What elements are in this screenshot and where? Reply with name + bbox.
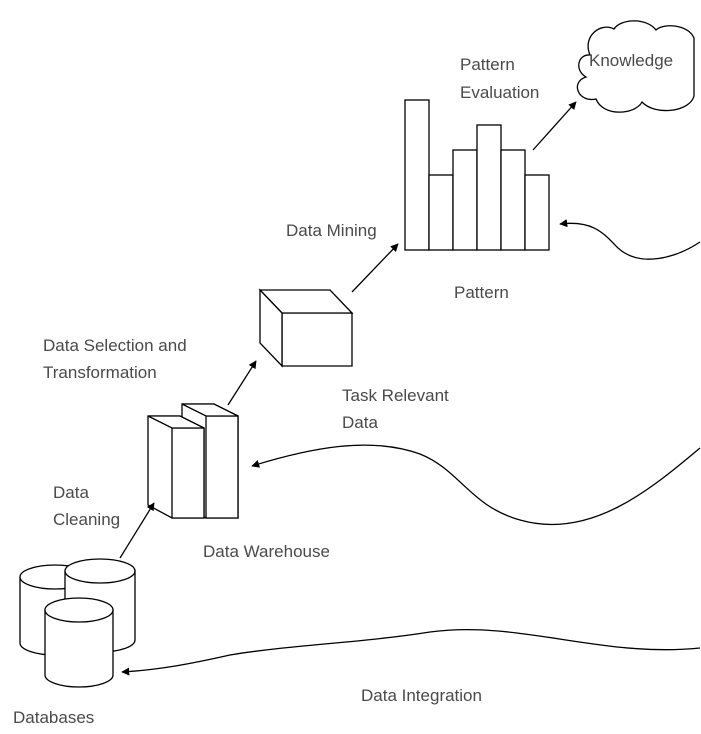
- task-relevant-data-label-line2: Data: [342, 413, 378, 432]
- data-integration-label: Data Integration: [361, 686, 482, 705]
- data-cleaning-label-line1: Data: [53, 483, 89, 502]
- databases-icon: [19, 558, 136, 688]
- databases-label: Databases: [13, 708, 94, 727]
- data-cleaning-arrow: [119, 502, 155, 559]
- data-mining-arrow: [351, 243, 399, 293]
- pattern-bar: [500, 149, 526, 251]
- data-integration-curve-arrow: [121, 629, 701, 676]
- pattern-bar: [452, 149, 478, 251]
- data-warehouse-icon: [147, 403, 239, 519]
- data-selection-label-line2: Transformation: [43, 363, 157, 382]
- pattern-bar: [524, 174, 550, 251]
- pattern-bars-icon: [404, 99, 550, 251]
- data-warehouse-label: Data Warehouse: [203, 542, 330, 561]
- knowledge-cloud: [576, 20, 695, 113]
- pattern-evaluation-label-line2: Evaluation: [460, 83, 539, 102]
- pattern-bar: [476, 124, 502, 251]
- data-mining-label: Data Mining: [286, 221, 377, 240]
- pattern-label: Pattern: [454, 283, 509, 302]
- data-warehouse-feed-curve-arrow: [251, 444, 701, 526]
- pattern-bar: [404, 99, 430, 251]
- pattern-evaluation-arrow: [532, 101, 577, 151]
- pattern-evaluation-label-line1: Pattern: [460, 55, 515, 74]
- pattern-bar: [428, 174, 454, 251]
- task-relevant-data-label-line1: Task Relevant: [342, 386, 449, 405]
- data-selection-arrow: [227, 360, 257, 406]
- data-selection-label-line1: Data Selection and: [43, 336, 187, 355]
- data-cleaning-label-line2: Cleaning: [53, 510, 120, 529]
- knowledge-label: Knowledge: [589, 51, 673, 70]
- knowledge-feedback-curve-arrow: [559, 219, 701, 260]
- task-relevant-data-cube: [258, 288, 354, 368]
